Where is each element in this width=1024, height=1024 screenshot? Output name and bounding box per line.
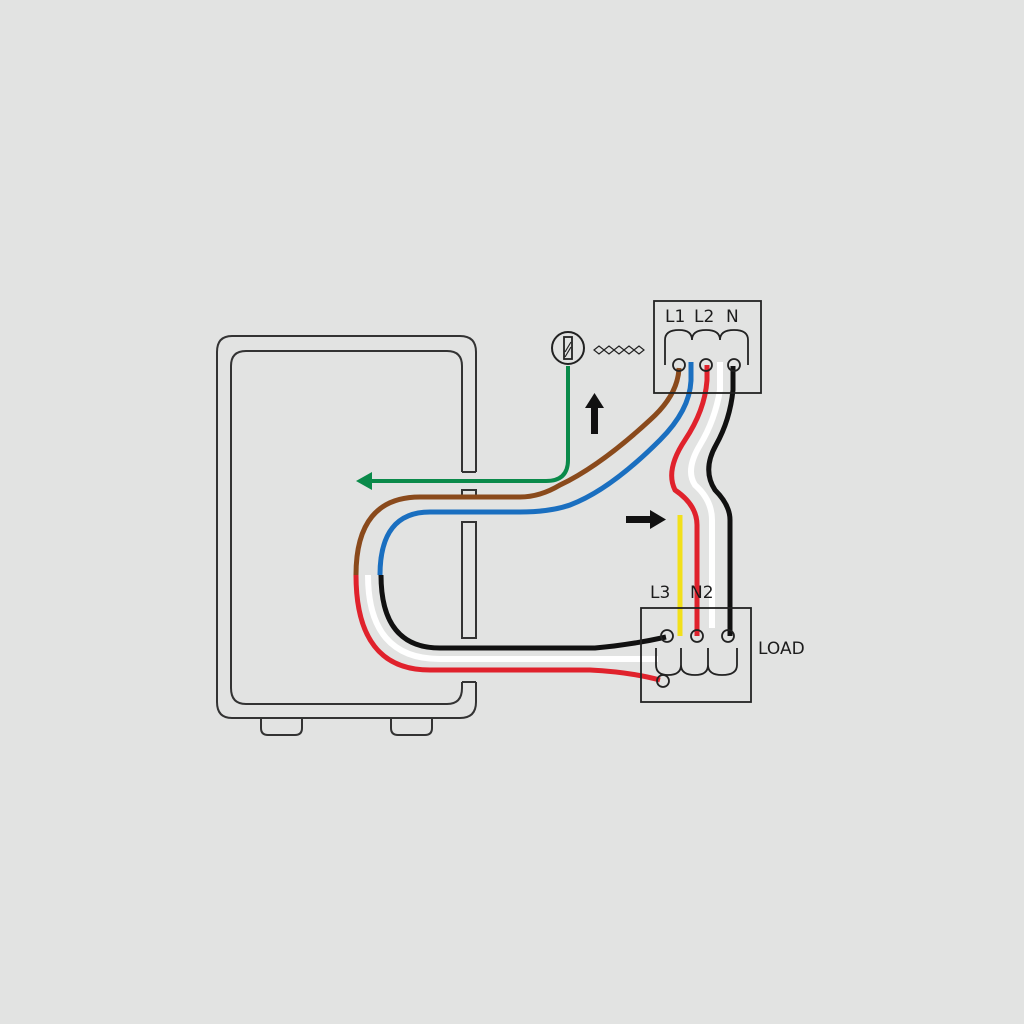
bottom-terminal-block: [640, 607, 752, 703]
red-loop-wire: [353, 574, 661, 683]
green-ground-wire: [356, 366, 570, 490]
terminal-L1: [672, 358, 686, 372]
up-arrow-icon: [585, 393, 604, 434]
right-arrow-icon: [626, 510, 666, 529]
appliance-enclosure: [216, 335, 477, 736]
label-L2: L2: [694, 307, 714, 327]
label-load: LOAD: [758, 639, 805, 659]
black-wire: [706, 366, 736, 636]
blue-wire: [377, 362, 694, 576]
label-L3: L3: [650, 583, 670, 603]
braided-strap-icon: [593, 345, 645, 355]
white-wire: [688, 362, 723, 628]
brown-wire: [353, 367, 682, 576]
terminal-L2: [699, 358, 713, 372]
label-N2: N2: [690, 583, 714, 603]
label-N: N: [726, 307, 739, 327]
black-loop-wire: [378, 574, 667, 651]
label-L1: L1: [665, 307, 685, 327]
red-wire: [669, 365, 710, 636]
ground-clamp-icon: [551, 331, 645, 365]
white-loop-wire: [365, 574, 658, 662]
terminal-N: [727, 358, 741, 372]
left-arrow-icon: [356, 472, 372, 490]
top-terminal-block: [653, 300, 762, 394]
